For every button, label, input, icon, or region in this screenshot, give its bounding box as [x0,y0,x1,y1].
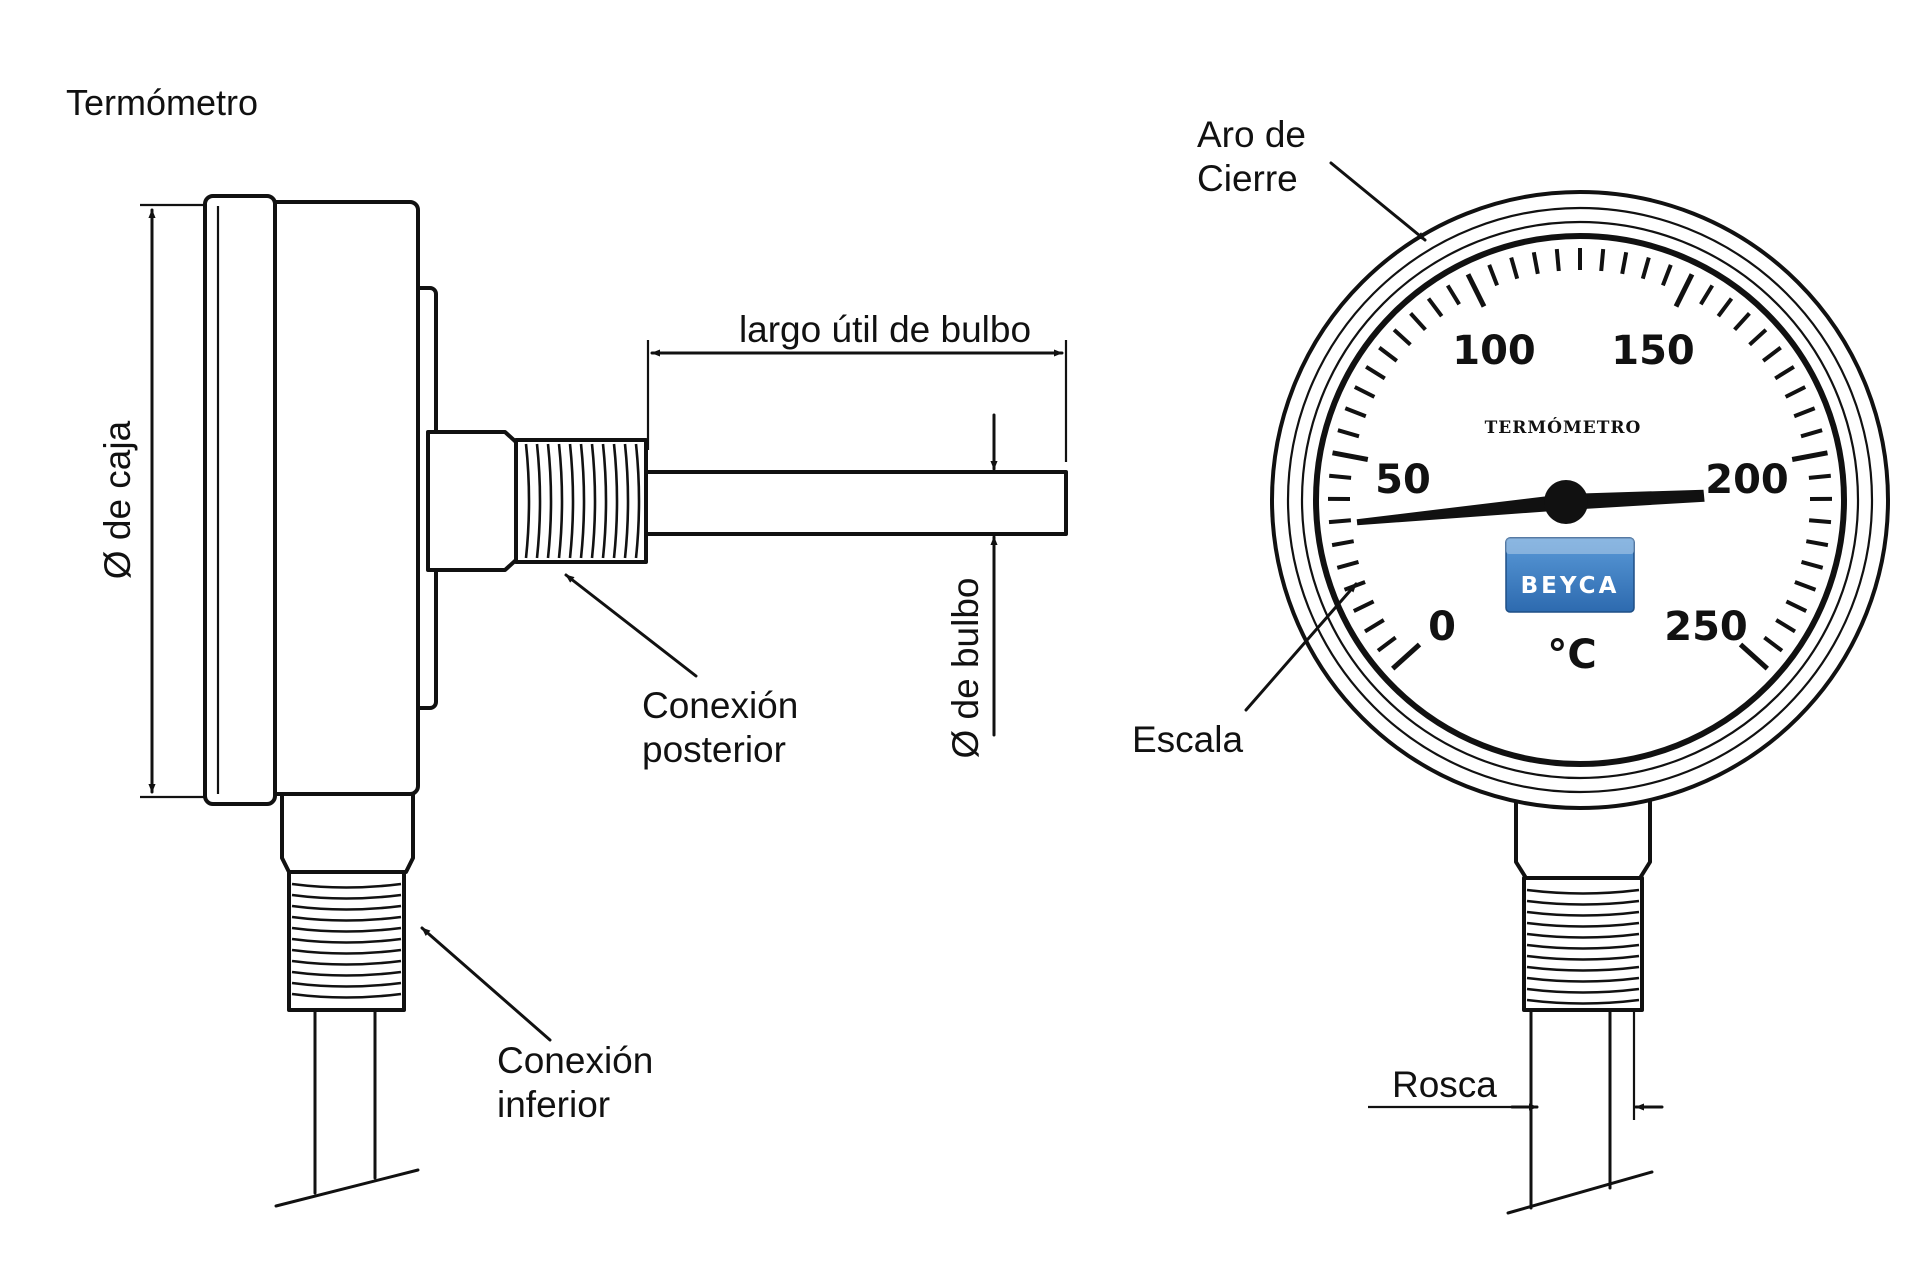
bulb-length-dimension [646,340,1068,462]
dial-tick [1791,450,1828,462]
dial-tick [1805,539,1829,548]
dial-tick [1409,312,1427,332]
case-body [264,200,420,796]
dial-tick [1599,248,1606,272]
front-stem [1506,1008,1654,1215]
dial-tick [1794,580,1817,592]
dial-tick [1445,284,1461,306]
dial-tick [1763,635,1784,653]
dial-number-50: 50 [1375,457,1431,503]
dial-number-250: 250 [1664,604,1748,650]
dial-tick [1808,473,1831,480]
dial-tick [1328,518,1352,525]
dial-number-150: 150 [1611,328,1695,374]
bulb-length-label: largo útil de bulbo [739,309,1031,350]
dial-tick [1673,273,1695,308]
brand-logo: BEYCA [1505,537,1635,613]
dial-tick [1376,635,1397,653]
dial-tick [1748,328,1768,347]
dial-tick [1531,251,1540,275]
dial-tick [1365,365,1386,381]
pointer-needle [1356,489,1705,526]
dial-tick [1775,618,1797,634]
dial-tick [1363,618,1385,634]
dial-tick [1774,365,1795,381]
closing-ring-label: Aro de Cierre [1197,114,1316,199]
dial-tick [1733,312,1751,332]
bottom-connection-label: Conexión inferior [497,1040,664,1125]
rear-connection-leader [564,573,698,678]
thread-label: Rosca [1392,1064,1497,1105]
dial-tick [1793,406,1816,419]
dial-tick [1465,273,1487,308]
dial-tick [1716,297,1734,318]
dial-tick [1620,251,1629,275]
dial-unit: °C [1547,632,1596,678]
dial-number-200: 200 [1705,457,1789,503]
dial-tick [1336,559,1360,570]
bottom-hex-nut [280,790,415,874]
case-diameter-label: Ø de caja [97,420,138,579]
dial-tick [1378,346,1399,363]
dial-tick [1808,518,1832,525]
dial-tick [1785,599,1808,613]
dial-tick [1392,328,1412,347]
dial-tick [1738,642,1769,671]
bottom-stem [274,1008,420,1208]
rear-hex-nut [426,430,518,572]
closing-ring-leader [1329,161,1427,242]
dial-number-0: 0 [1428,604,1456,650]
pointer-hub [1544,480,1588,524]
dial-tick [1784,385,1807,399]
dial-tick [1426,297,1444,318]
dial-tick [1800,559,1824,570]
dial-tick [1509,257,1520,280]
dial-tick [1554,248,1561,272]
dial-tick [1391,642,1422,671]
dial-tick [1329,473,1352,480]
dial-tick [1800,428,1823,439]
side-view: Ø de caja largo útil de bulbo Ø de bulbo… [97,194,1068,1208]
rear-connection-thread [514,438,648,564]
bulb-diameter-label: Ø de bulbo [945,577,986,758]
dial-tick [1699,284,1715,306]
dial-tick [1640,257,1651,280]
dial-tick [1761,346,1782,363]
dial-pointer [1356,489,1705,526]
dial-tick [1352,599,1375,613]
dial-tick [1344,406,1367,419]
case-diameter-dimension [140,203,205,799]
svg-text:BEYCA: BEYCA [1521,573,1620,599]
dial-tick [1661,264,1673,287]
bottom-connection-leader [420,926,552,1042]
front-thread [1522,876,1644,1012]
dial-tick [1332,450,1369,462]
scale-leader [1244,582,1358,712]
dial-number-100: 100 [1452,328,1536,374]
dial-tick [1331,539,1355,548]
dial-tick [1337,428,1360,439]
dial-tick [1487,264,1499,287]
dial-tick [1353,385,1376,399]
diagram-title: Termómetro [66,82,258,123]
rear-connection-label: Conexión posterior [642,685,809,770]
dial-brand: TERMÓMETRO [1485,417,1642,438]
bezel-ring [203,194,277,806]
front-view: 0 50 100 150 200 250 TERMÓMETRO BEYCA °C… [1132,114,1890,1215]
scale-label: Escala [1132,719,1243,760]
bottom-connection-thread [287,870,406,1012]
bulb [644,470,1068,536]
